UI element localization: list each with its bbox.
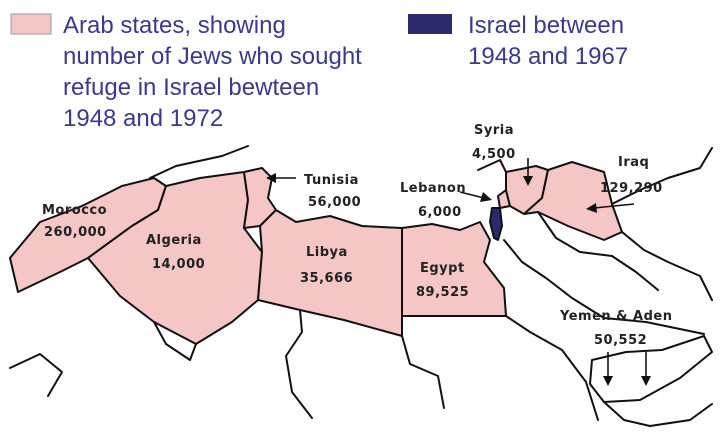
legend-israel-line-1: Israel between bbox=[468, 12, 624, 39]
labels: Morocco 260,000 Algeria 14,000 Tunisia 5… bbox=[42, 123, 672, 348]
border-sudan bbox=[401, 335, 445, 409]
label-tunisia-value: 56,000 bbox=[308, 195, 361, 210]
label-libya-value: 35,666 bbox=[300, 271, 353, 286]
arrow-yemen-right-head bbox=[641, 376, 651, 386]
country-yemen-aden[interactable] bbox=[589, 335, 713, 403]
label-lebanon-value: 6,000 bbox=[418, 205, 462, 220]
coast-west-africa bbox=[9, 353, 63, 397]
coast-gulf bbox=[621, 231, 713, 301]
label-iraq-name: Iraq bbox=[618, 155, 649, 170]
coast-iran bbox=[611, 147, 713, 205]
legend-arab-swatch bbox=[10, 13, 52, 35]
legend-arab-line-2: number of Jews who sought bbox=[63, 43, 362, 70]
arrow-iraq-head bbox=[586, 203, 597, 213]
arrow-lebanon bbox=[459, 191, 485, 199]
label-morocco-name: Morocco bbox=[42, 203, 107, 218]
coastlines bbox=[9, 145, 713, 427]
country-israel[interactable] bbox=[489, 207, 503, 241]
coast-turkey bbox=[477, 159, 507, 173]
legend-arab-line-3: refuge in Israel bewteen bbox=[63, 74, 319, 101]
border-arabia-inner bbox=[537, 211, 659, 291]
label-tunisia-name: Tunisia bbox=[304, 173, 359, 188]
country-iraq[interactable] bbox=[523, 161, 623, 241]
label-morocco-value: 260,000 bbox=[44, 225, 107, 240]
label-egypt-value: 89,525 bbox=[416, 285, 469, 300]
arrows bbox=[266, 158, 651, 386]
arrow-iraq bbox=[593, 203, 635, 209]
label-yemen-name: Yemen & Aden bbox=[559, 309, 672, 324]
label-egypt-name: Egypt bbox=[420, 261, 465, 276]
legend-israel-swatch bbox=[408, 14, 452, 34]
coast-red-sea-west bbox=[505, 315, 599, 421]
label-lebanon-name: Lebanon bbox=[400, 181, 466, 196]
arrow-syria-head bbox=[523, 176, 533, 186]
legend-arab-line-1: Arab states, showing bbox=[63, 12, 286, 39]
label-syria-name: Syria bbox=[474, 123, 514, 138]
coast-arabia bbox=[503, 239, 705, 335]
label-iraq-value: 129,290 bbox=[600, 181, 663, 196]
arrow-tunisia-head bbox=[266, 173, 276, 183]
legend-arab-line-4: 1948 and 1972 bbox=[63, 105, 223, 132]
country-egypt[interactable] bbox=[401, 221, 507, 317]
label-algeria-name: Algeria bbox=[146, 233, 202, 248]
legend-israel-line-2: 1948 and 1967 bbox=[468, 43, 628, 70]
coast-sahel bbox=[153, 321, 197, 361]
legend: Arab states, showing number of Jews who … bbox=[10, 12, 628, 132]
countries bbox=[9, 161, 713, 403]
coast-horn bbox=[603, 401, 713, 427]
arrow-lebanon-head bbox=[480, 192, 492, 202]
coast-iberia bbox=[149, 145, 249, 179]
label-yemen-value: 50,552 bbox=[594, 333, 647, 348]
arrow-yemen-left-head bbox=[603, 376, 613, 386]
border-chad bbox=[285, 309, 313, 419]
label-syria-value: 4,500 bbox=[472, 147, 516, 162]
label-algeria-value: 14,000 bbox=[152, 257, 205, 272]
label-libya-name: Libya bbox=[306, 245, 348, 260]
